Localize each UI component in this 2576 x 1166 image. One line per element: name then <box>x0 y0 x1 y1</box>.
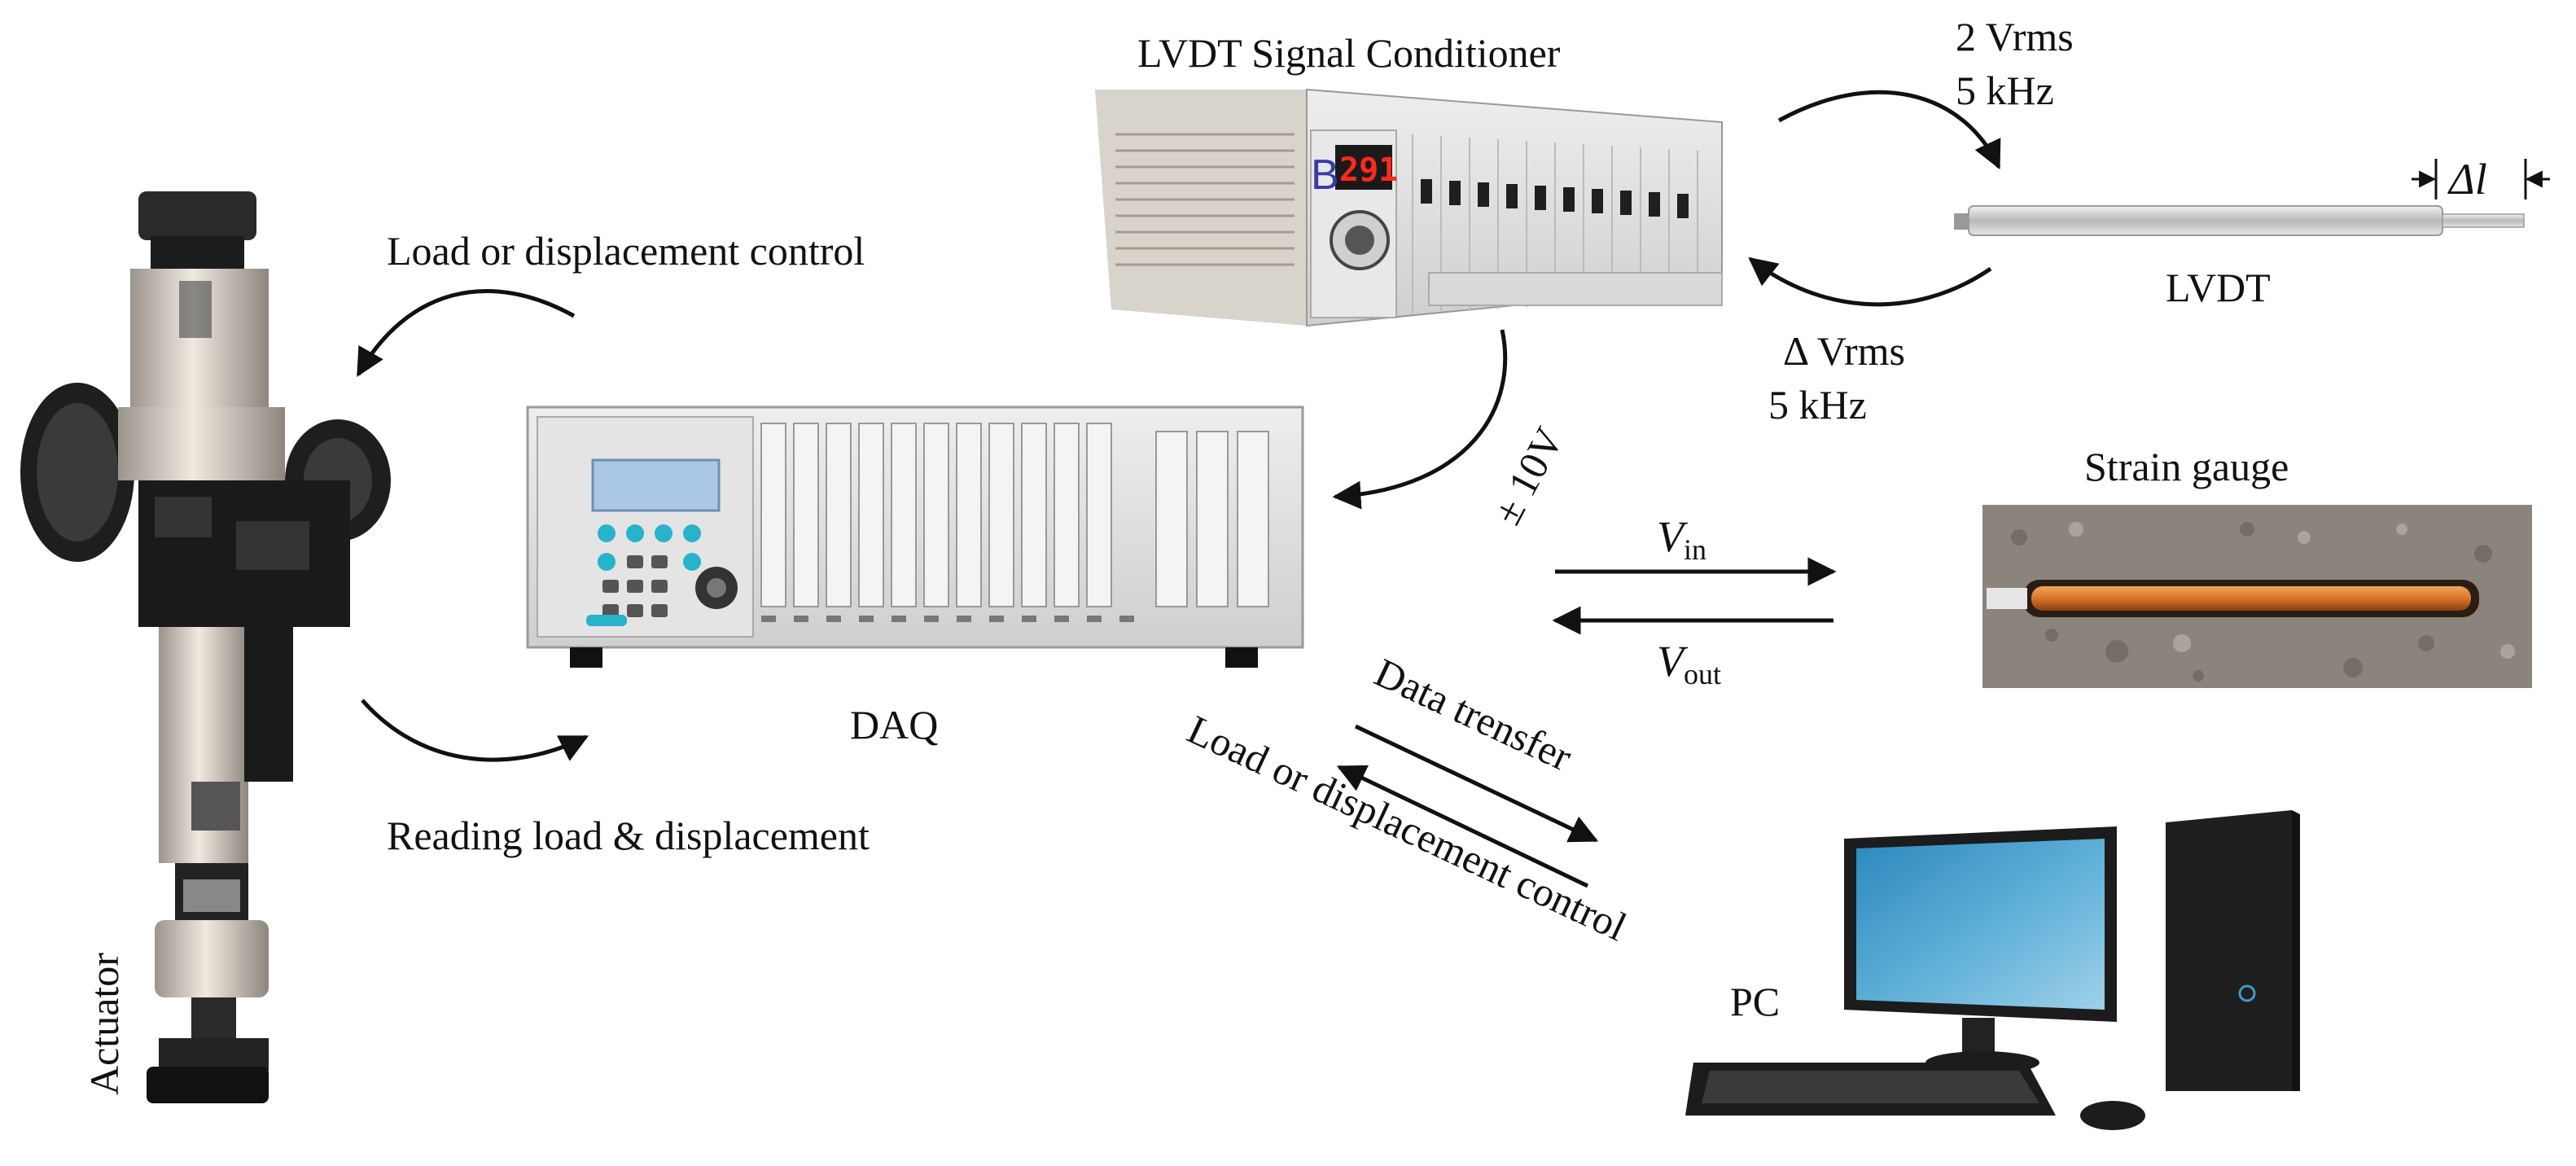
v-out-label: Vout <box>1657 637 1721 690</box>
strain-gauge-label: Strain gauge <box>2084 444 2289 489</box>
lvdt-sensor-image <box>1954 205 2525 236</box>
excitation-frequency-label: 5 kHz <box>1956 68 2054 113</box>
load-disp-control-label-top: Load or displacement control <box>387 228 865 274</box>
pc-label: PC <box>1730 979 1780 1024</box>
v-out-subscript: out <box>1684 658 1721 690</box>
daq-image <box>526 405 1304 668</box>
arrow-data-transfer <box>1354 724 1599 843</box>
arrow-actuator-to-daq <box>361 699 589 762</box>
daq-label: DAQ <box>850 702 938 747</box>
strain-gauge-image <box>1982 505 2532 688</box>
return-frequency-label: 5 kHz <box>1768 382 1867 427</box>
actuator-image <box>20 191 391 1103</box>
arrow-conditioner-to-daq <box>1332 329 1508 510</box>
lvdt-conditioner-label: LVDT Signal Conditioner <box>1137 30 1561 76</box>
delta-l-label: Δl <box>2447 155 2487 204</box>
v-in-symbol: V <box>1657 512 1689 561</box>
v-in-label: Vin <box>1657 512 1706 566</box>
data-transfer-label: Data trensfer <box>1368 649 1579 780</box>
pc-image <box>1685 810 2300 1130</box>
arrow-conditioner-to-lvdt <box>1777 90 2001 170</box>
v-out-symbol: V <box>1657 637 1689 686</box>
delta-l-dimension <box>2412 159 2550 199</box>
arrow-lvdt-to-conditioner <box>1748 256 1992 307</box>
actuator-label: Actuator <box>81 953 127 1095</box>
excitation-voltage-label: 2 Vrms <box>1956 14 2074 59</box>
lvdt-label: LVDT <box>2166 265 2271 310</box>
plus-minus-10v-label: ± 10V <box>1483 420 1572 533</box>
arrow-load-control-to-actuator <box>356 289 576 378</box>
arrow-pc-control <box>1336 765 1589 888</box>
delta-vrms-label: Δ Vrms <box>1783 328 1905 374</box>
v-in-subscript: in <box>1684 533 1706 566</box>
reading-load-disp-label: Reading load & displacement <box>387 813 870 858</box>
conditioner-mark: B <box>1311 151 1339 199</box>
lvdt-conditioner-image <box>1095 88 1723 327</box>
conditioner-display-readout: 291 <box>1339 151 1398 189</box>
